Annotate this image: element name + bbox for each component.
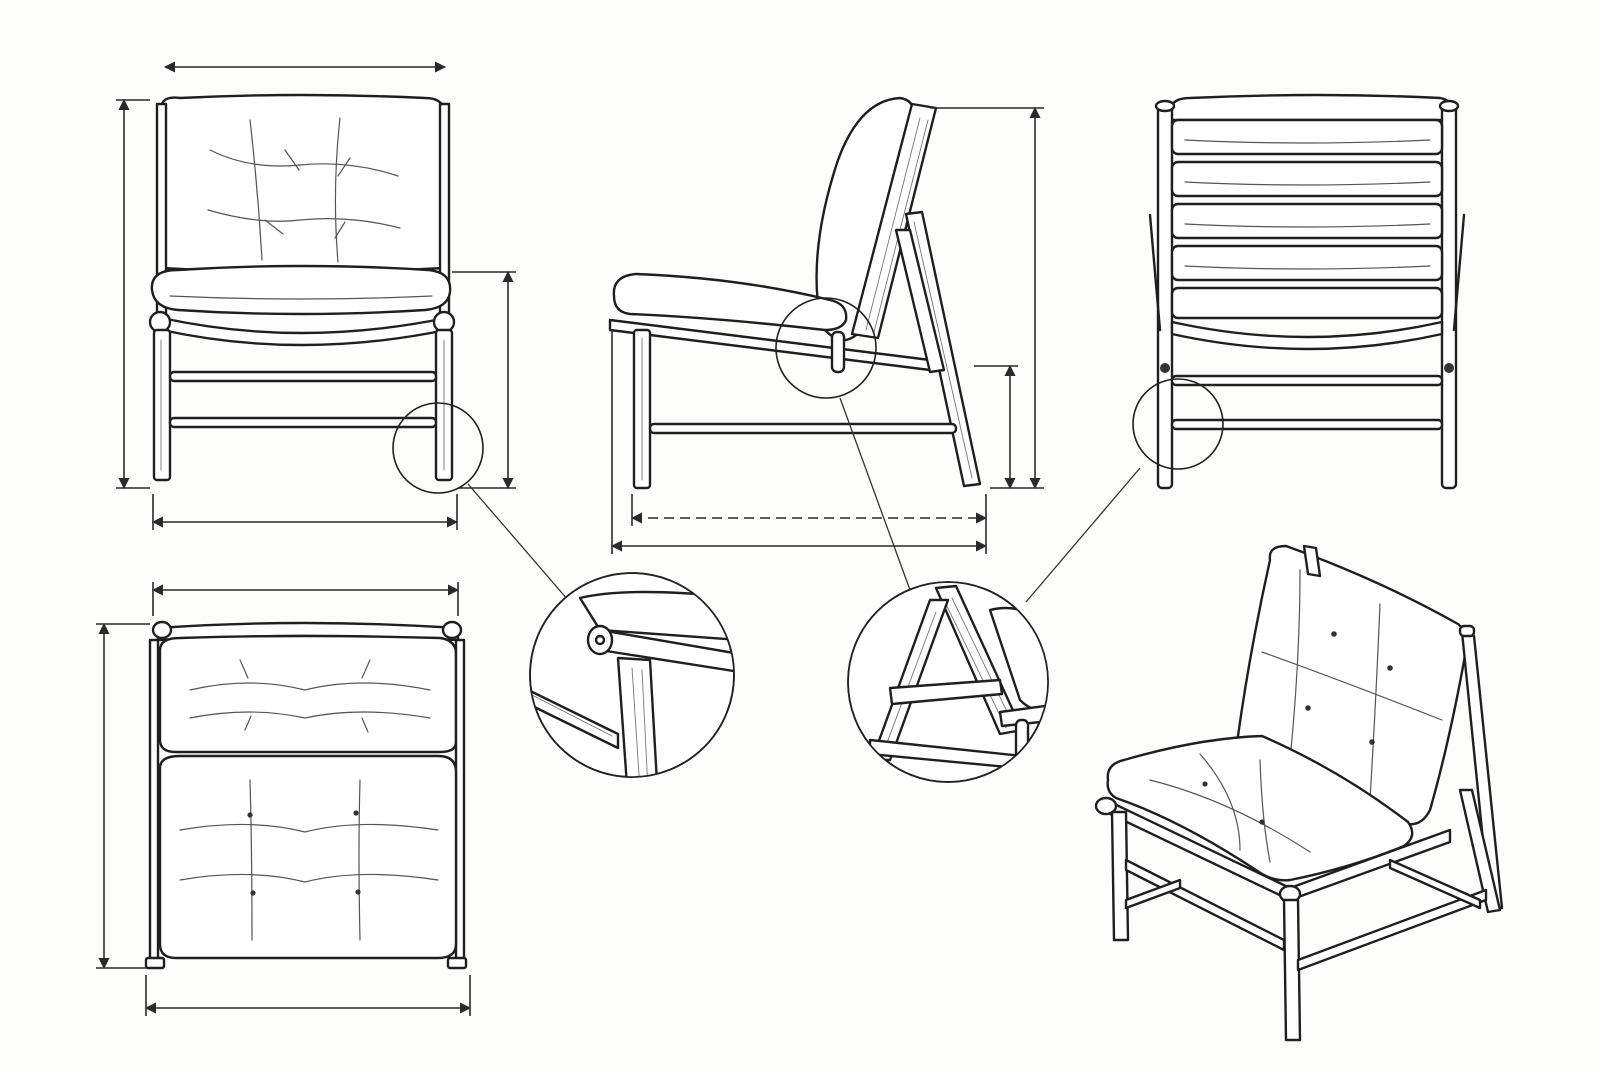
- back-slat-1: [1170, 118, 1444, 156]
- side-detail-callout: [775, 297, 877, 399]
- back-view: [1132, 93, 1466, 490]
- iso-front-right-leg: [1282, 898, 1302, 1042]
- top-back-cushion: [158, 634, 458, 754]
- side-rear-leg-back: [894, 228, 946, 374]
- detail-front-leg-joint: [529, 572, 735, 778]
- front-lower-stretcher: [168, 416, 438, 429]
- side-view: [608, 96, 1044, 554]
- back-detail-callout: [1132, 378, 1224, 470]
- back-slat-5: [1170, 286, 1444, 320]
- isometric-view: [1094, 544, 1504, 1042]
- back-left-post: [1156, 102, 1174, 490]
- iso-stretcher-back: [1296, 888, 1488, 972]
- side-pivot-pin: [830, 330, 846, 374]
- front-detail-callout: [392, 402, 484, 494]
- detail-side-frame-joint: [847, 581, 1049, 783]
- front-back-cushion: [160, 93, 446, 274]
- back-lower-stretcher: [1170, 418, 1444, 431]
- back-slat-4: [1170, 244, 1444, 282]
- front-seat-rail: [160, 316, 448, 347]
- back-top-cushion: [1168, 93, 1454, 122]
- back-slat-3: [1170, 202, 1444, 240]
- front-view: [116, 61, 516, 530]
- detail-leader-lines: [467, 397, 1141, 603]
- side-lower-stretcher: [648, 422, 958, 435]
- front-upper-stretcher: [168, 370, 438, 383]
- back-slat-2: [1170, 160, 1444, 198]
- iso-rear-leg: [1458, 788, 1502, 914]
- iso-stretcher-side: [1124, 858, 1286, 952]
- back-seat-rail: [1170, 320, 1444, 351]
- back-upper-stretcher: [1170, 374, 1444, 387]
- top-view: [96, 582, 472, 1016]
- side-seat-cushion: [612, 272, 848, 332]
- front-seat-cushion: [150, 264, 452, 316]
- front-left-leg: [152, 328, 172, 482]
- side-seat-rail: [608, 318, 932, 372]
- back-right-post: [1440, 102, 1458, 490]
- iso-front-left-leg: [1110, 810, 1130, 942]
- top-left-frame: [148, 638, 160, 962]
- iso-stretcher-diag: [1124, 878, 1182, 910]
- top-seat-cushion: [158, 754, 458, 960]
